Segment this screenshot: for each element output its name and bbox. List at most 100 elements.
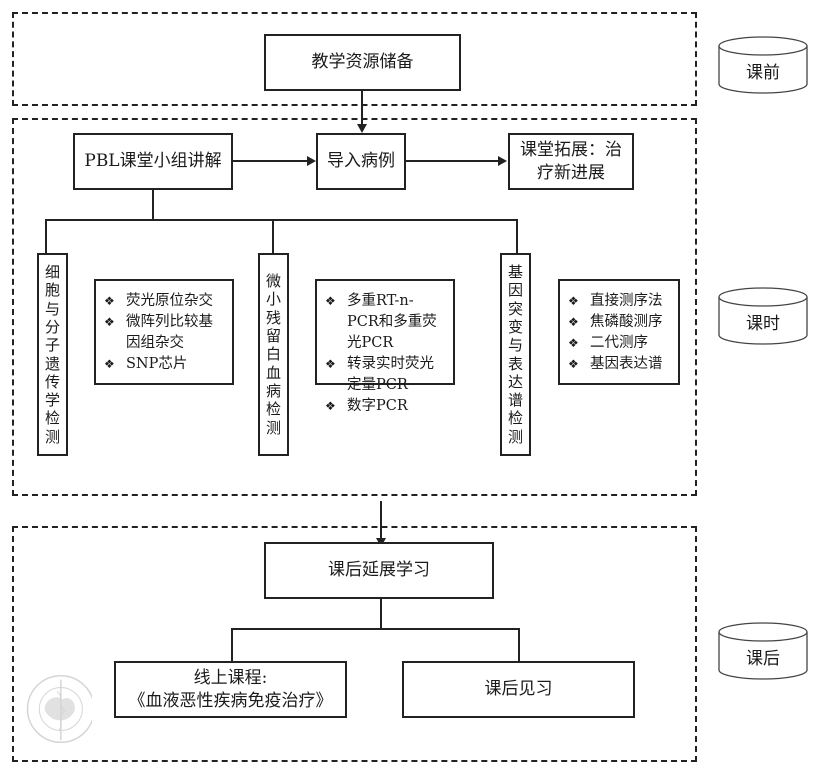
diamond-bullet-icon: ❖ [104, 294, 115, 308]
list-item: ❖ 直接测序法 [568, 291, 670, 312]
phase-after-cylinder: 课后 [717, 618, 809, 682]
online-course-line1: 线上课程: [193, 667, 268, 688]
connector-branch-bar [45, 219, 517, 221]
branch-title-char: 测 [265, 418, 281, 437]
list-item: ❖ 荧光原位杂交 [104, 291, 224, 312]
branch-title-char: 检 [44, 409, 60, 428]
branch-title-char: 基 [507, 263, 523, 282]
list-item: ❖ 数字PCR [325, 396, 445, 417]
teaching-resource-label: 教学资源储备 [311, 52, 414, 73]
phase-during-label: 课时 [746, 314, 780, 334]
phase-before-cylinder: 课前 [717, 32, 809, 96]
connector-branch-2 [272, 219, 274, 253]
list-item-text: SNP芯片 [126, 356, 188, 373]
branch-title-char: 表 [507, 354, 523, 373]
branch-list-mrd: ❖ 多重RT-n-PCR和多重荧光PCR ❖ 转录实时荧光定量PCR ❖ 数字PCR [315, 279, 455, 414]
list-item: ❖ 焦磷酸测序 [568, 312, 670, 333]
internship-label: 课后见习 [484, 679, 553, 700]
list-item-text: 数字PCR [347, 398, 408, 415]
phase-before-label: 课前 [746, 63, 780, 83]
list-item-text: 多重RT-n-PCR和多重荧光PCR [347, 293, 437, 352]
phase-during-cylinder: 课时 [717, 283, 809, 347]
branch-title-char: 学 [44, 391, 60, 410]
diamond-bullet-icon: ❖ [568, 294, 579, 308]
connector-after-bar [231, 628, 520, 630]
list-item: ❖ SNP芯片 [104, 354, 224, 375]
list-item-text: 焦磷酸测序 [590, 314, 663, 331]
branch-title-char: 小 [265, 290, 281, 309]
extended-learning-label: 课后延展学习 [328, 560, 430, 581]
connector-branch-3 [516, 219, 518, 253]
arrow-head-icon [307, 156, 316, 166]
connector-to-after-class [380, 501, 382, 541]
list-item-text: 二代测序 [590, 335, 648, 352]
diamond-bullet-icon: ❖ [104, 315, 115, 330]
cma-watermark-logo [26, 674, 92, 744]
online-course-box: 线上课程: 《血液恶性疾病免疫治疗》 [114, 661, 347, 718]
branch-title-char: 白 [265, 345, 281, 364]
branch-list-mutation: ❖ 直接测序法 ❖ 焦磷酸测序 ❖ 二代测序 ❖ 基因表达谱 [558, 279, 680, 385]
branch-title-char: 血 [265, 363, 281, 382]
branch-title-mutation: 基因突变与表达谱检测 [500, 253, 531, 456]
branch-title-char: 因 [507, 281, 523, 300]
branch-title-char: 谱 [507, 391, 523, 410]
diamond-bullet-icon: ❖ [104, 357, 115, 372]
cylinder-icon [718, 622, 808, 680]
diamond-bullet-icon: ❖ [325, 294, 336, 308]
diamond-bullet-icon: ❖ [325, 399, 336, 414]
phase-after-label: 课后 [746, 649, 780, 669]
diamond-bullet-icon: ❖ [568, 357, 579, 372]
branch-title-char: 突 [507, 299, 523, 318]
list-item-text: 荧光原位杂交 [126, 293, 213, 309]
diamond-bullet-icon: ❖ [568, 315, 579, 330]
online-course-line2: 《血液恶性疾病免疫治疗》 [128, 690, 333, 711]
branch-title-char: 子 [44, 336, 60, 355]
after-class-section [12, 526, 697, 762]
internship-box: 课后见习 [402, 661, 635, 718]
class-extension-box: 课堂拓展：治疗新进展 [508, 133, 634, 190]
branch-title-char: 微 [265, 272, 281, 291]
cylinder-icon [718, 287, 808, 345]
teaching-resource-box: 教学资源储备 [264, 34, 461, 91]
connector-branch-1 [45, 219, 47, 253]
list-item: ❖ 二代测序 [568, 333, 670, 354]
branch-title-char: 分 [44, 317, 60, 336]
branch-title-char: 与 [507, 336, 523, 355]
branch-title-char: 达 [507, 372, 523, 391]
diamond-bullet-icon: ❖ [568, 336, 579, 351]
list-item: ❖ 多重RT-n-PCR和多重荧光PCR [325, 291, 445, 354]
branch-title-char: 测 [507, 427, 523, 446]
list-item-text: 直接测序法 [590, 293, 663, 309]
connector-case-to-extension [406, 160, 499, 162]
extended-learning-box: 课后延展学习 [264, 542, 494, 599]
pbl-group-label: PBL课堂小组讲解 [84, 151, 222, 172]
case-import-label: 导入病例 [327, 151, 395, 172]
arrow-head-icon [357, 124, 367, 133]
list-item: ❖ 转录实时荧光定量PCR [325, 354, 445, 396]
branch-title-char: 胞 [44, 281, 60, 300]
list-item: ❖ 基因表达谱 [568, 354, 670, 375]
connector-extended-down [380, 599, 382, 629]
list-item-text: 微阵列比较基因组杂交 [126, 314, 213, 352]
case-import-box: 导入病例 [316, 133, 406, 190]
connector-resource-to-case [361, 91, 363, 125]
connector-after-right [518, 628, 520, 662]
connector-after-left [231, 628, 233, 662]
pbl-group-box: PBL课堂小组讲解 [73, 133, 233, 190]
list-item-text: 转录实时荧光定量PCR [347, 356, 434, 394]
branch-title-char: 测 [44, 427, 60, 446]
branch-title-char: 检 [265, 400, 281, 419]
branch-title-char: 残 [265, 308, 281, 327]
list-item: ❖ 微阵列比较基因组杂交 [104, 312, 224, 354]
in-class-section [12, 118, 697, 496]
class-extension-label: 课堂拓展：治疗新进展 [520, 139, 622, 183]
list-item-text: 基因表达谱 [590, 356, 663, 373]
branch-title-char: 与 [44, 299, 60, 318]
diamond-bullet-icon: ❖ [325, 357, 336, 372]
branch-title-char: 留 [265, 327, 281, 346]
before-class-section [12, 12, 697, 106]
arrow-head-icon [498, 156, 507, 166]
branch-title-char: 传 [44, 372, 60, 391]
branch-list-cytogenetics: ❖ 荧光原位杂交 ❖ 微阵列比较基因组杂交 ❖ SNP芯片 [94, 279, 234, 385]
connector-pbl-to-case [233, 160, 308, 162]
